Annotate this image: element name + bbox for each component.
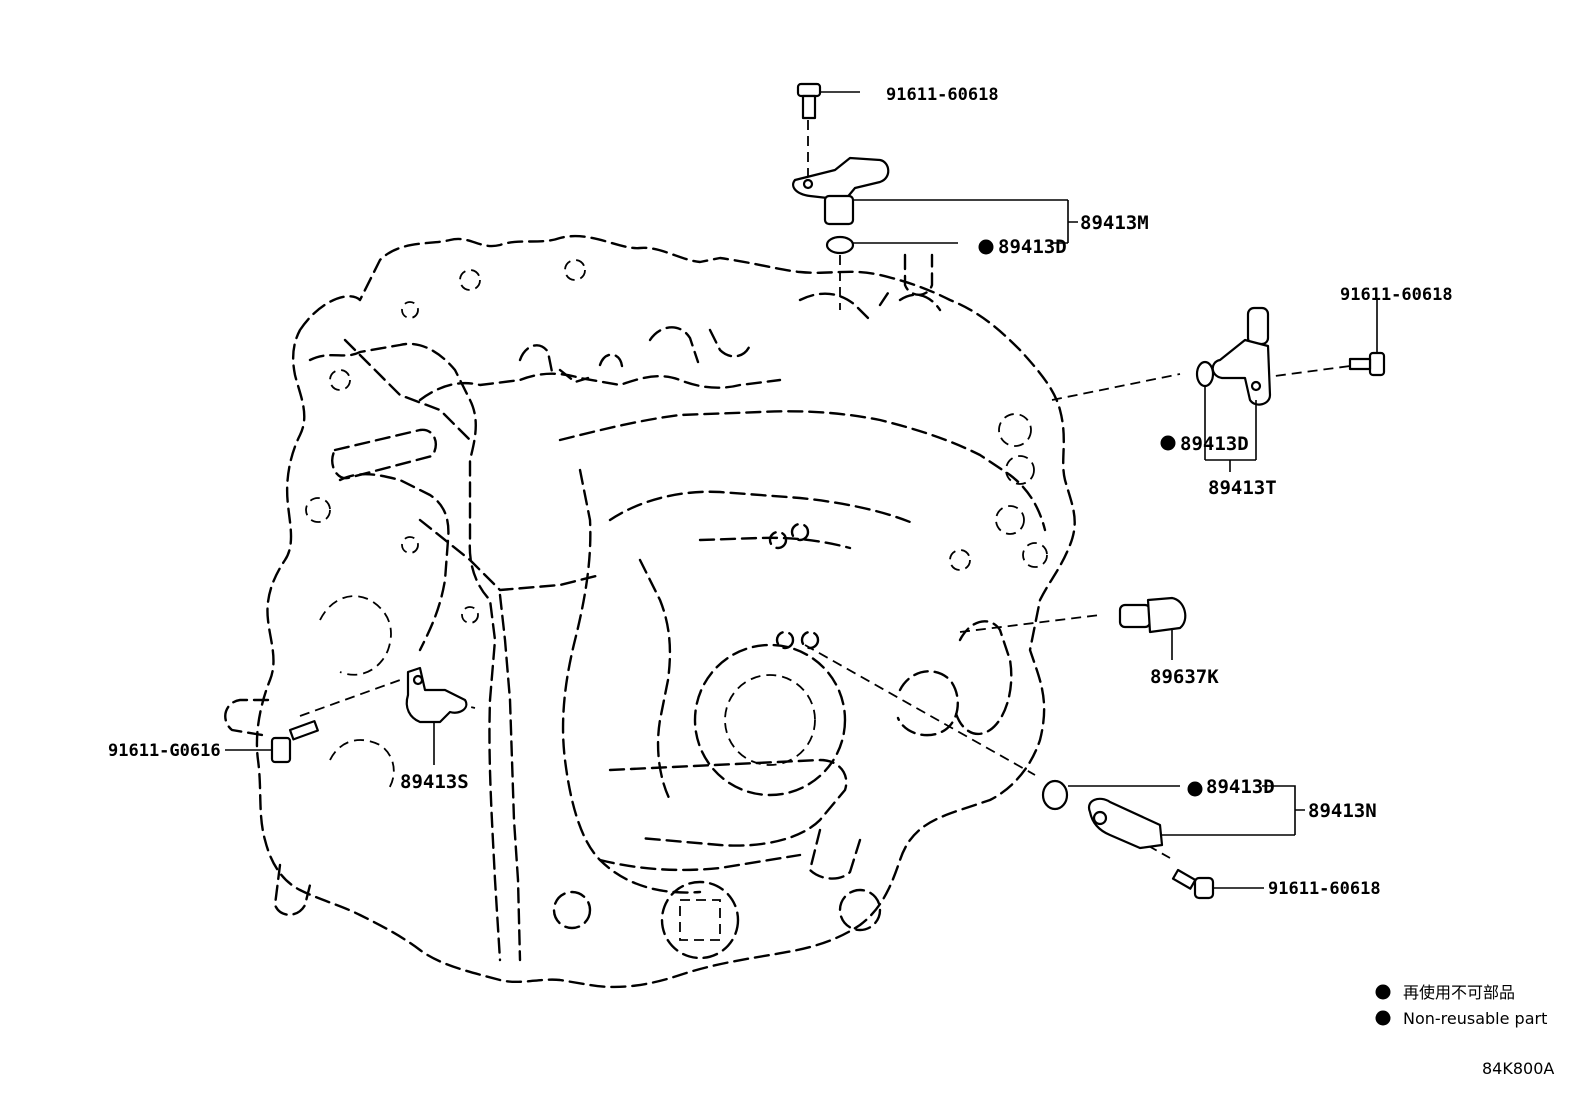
- callout-sensor-bottom-assembly: 89413N: [1308, 800, 1377, 822]
- speed-sensor-right[interactable]: [1211, 306, 1272, 460]
- speed-sensor-top[interactable]: [792, 156, 1068, 226]
- callout-labels: 91611-60618 89413M 89413D 91611-60618 89…: [108, 85, 1453, 899]
- legend-marker: [1375, 984, 1391, 1000]
- callout-bolt-left: 91611-G0616: [108, 741, 221, 761]
- callout-sensor-right-assembly: 89413T: [1208, 477, 1277, 499]
- callout-o-ring-right: 89413D: [1180, 433, 1249, 455]
- callout-pressure-switch: 89637K: [1150, 666, 1219, 688]
- bolt-right[interactable]: [1348, 300, 1386, 377]
- callout-o-ring-bottom: 89413D: [1206, 776, 1275, 798]
- diagram-code: 84K800A: [1482, 1059, 1554, 1078]
- speed-sensor-left[interactable]: [405, 666, 468, 765]
- callout-bolt-top: 91611-60618: [886, 85, 999, 105]
- legend-text-english: Non-reusable part: [1403, 1009, 1547, 1028]
- legend: 再使用不可部品 Non-reusable part: [1375, 983, 1547, 1028]
- o-ring-right[interactable]: [1195, 360, 1215, 460]
- speed-sensor-bottom[interactable]: [1087, 797, 1295, 850]
- callout-sensor-top-assembly: 89413M: [1080, 212, 1149, 234]
- bolt-left[interactable]: [225, 720, 319, 764]
- alignment-lines: [299, 120, 1351, 859]
- o-ring-bottom[interactable]: [1041, 779, 1180, 811]
- non-reusable-marker: [978, 239, 994, 255]
- legend-text-japanese: 再使用不可部品: [1403, 983, 1515, 1002]
- bolt-bottom[interactable]: [1171, 868, 1264, 900]
- o-ring-top[interactable]: [825, 235, 958, 255]
- callout-bolt-bottom: 91611-60618: [1268, 879, 1381, 899]
- non-reusable-marker: [1160, 435, 1176, 451]
- callout-bolt-right: 91611-60618: [1340, 285, 1453, 305]
- non-reusable-marker: [1187, 781, 1203, 797]
- callout-sensor-left: 89413S: [400, 771, 469, 793]
- bolt-top[interactable]: [796, 82, 860, 120]
- callout-o-ring-top: 89413D: [998, 236, 1067, 258]
- transaxle-housing: [224, 234, 1076, 989]
- legend-marker: [1375, 1010, 1391, 1026]
- pressure-switch[interactable]: [1118, 596, 1187, 660]
